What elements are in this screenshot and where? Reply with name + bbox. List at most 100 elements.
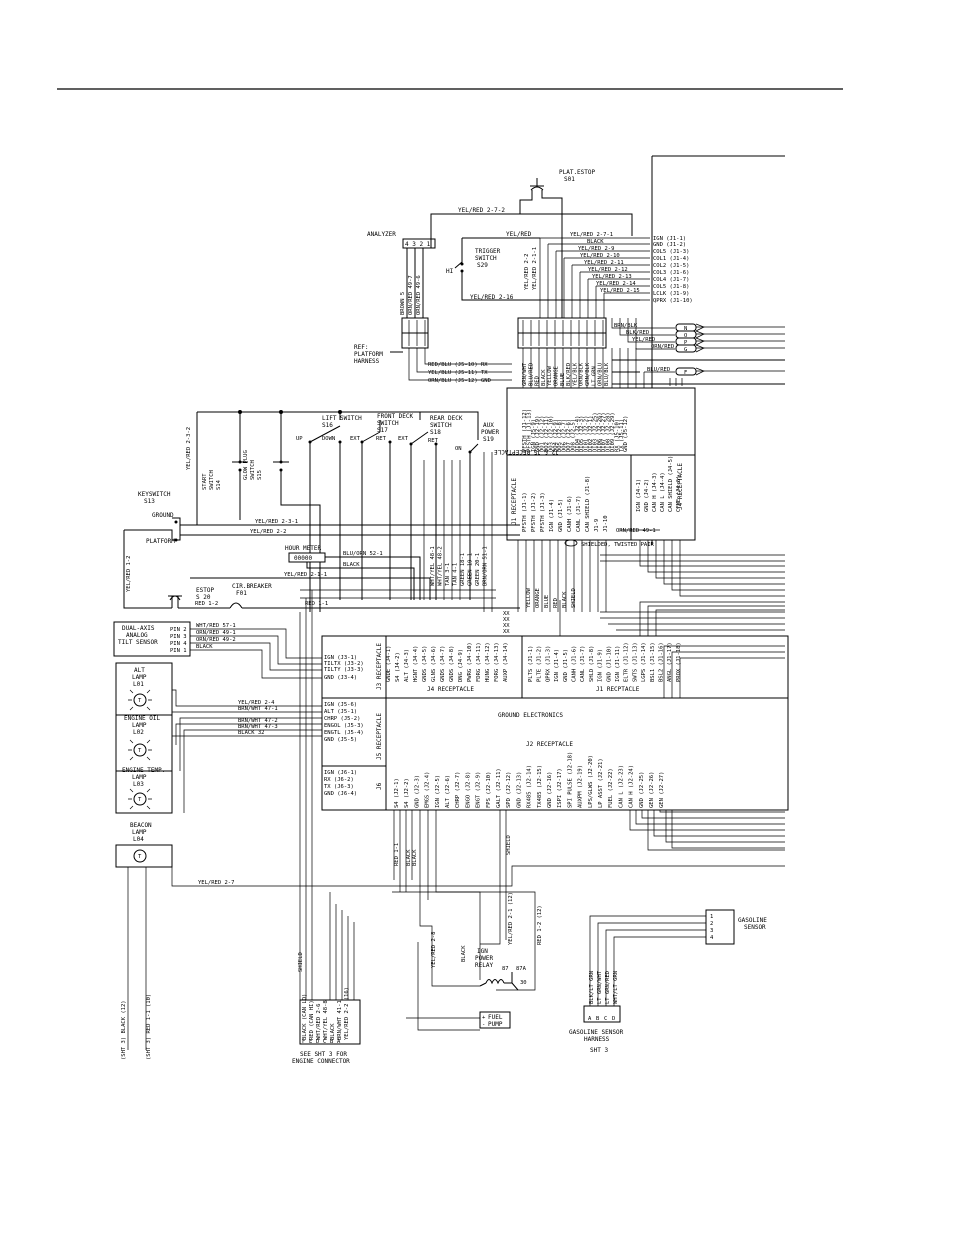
conn-o: O: [684, 333, 687, 339]
wire-22-vert: YEL/RED 2-2: [524, 254, 530, 290]
yelred-top: YEL/RED: [506, 231, 532, 238]
j1-color-0: YELLOW: [526, 587, 532, 608]
j1-pin-4: GND (J1-5): [563, 649, 569, 682]
lamp-w3: BRN/WHT 47-2: [238, 718, 278, 724]
j1top-pin-17: DI06 (J2-26): [597, 412, 603, 452]
j4-pin-12: FORG (J4-13): [494, 642, 500, 682]
j1top-pin-21: RX (J5-10): [614, 419, 620, 452]
j2-pin-0: S4 (J2-1): [394, 778, 400, 808]
start-2: SWITCH: [209, 470, 215, 490]
trigger-wire: YEL/RED 2-16: [470, 294, 514, 301]
relay-2: POWER: [475, 955, 493, 962]
j2-pin-15: GND (J2-16): [547, 772, 553, 808]
ground-electronics-label: GROUND ELECTRONICS: [498, 712, 563, 719]
black-v2: BLACK: [412, 849, 418, 866]
j4top-pin-0: IGN (J4-1): [636, 479, 642, 512]
tilt-sensor: DUAL-AXIS ANALOG TILT SENSOR PIN 2 PIN 3…: [113, 621, 322, 679]
trigger-label-1: TRIGGER: [475, 248, 501, 255]
pump-minus: -: [482, 1022, 485, 1028]
alt-lamp-icon: [133, 693, 147, 707]
yelred-22: YEL/RED 2-2: [250, 529, 286, 535]
gp-d: D: [612, 1016, 615, 1022]
j3-p1: IGN (J3-1): [324, 655, 357, 661]
j5-p2: ALT (J5-1): [324, 709, 357, 715]
harness-gnd: ORN/BLU (J5-12) GND: [428, 378, 491, 384]
j2-pin-2: GND (J2-3): [414, 775, 420, 808]
j1-pin-9: GND (J1-10): [606, 646, 612, 682]
eng-pin-b: B: [330, 1039, 334, 1045]
lamp-w5: BLACK 32: [238, 730, 265, 736]
j2-pins: S4 (J2-1)S4 (J2-2)GND (J2-3)EMGS (J2-4)I…: [394, 752, 665, 808]
j1-color-5: SHIELD: [571, 588, 577, 608]
wire-29: YEL/RED 2-9: [578, 246, 614, 252]
glow-3: S15: [257, 470, 263, 480]
j1-color-1: ORANGE: [535, 588, 541, 608]
j6-p2: RX (J6-2): [324, 777, 354, 783]
yelred-12: YEL/RED 1-2: [126, 556, 132, 592]
beacon-3: L04: [133, 836, 144, 843]
start-1: START: [202, 473, 208, 490]
tilt-pin3: PIN 3: [170, 634, 187, 640]
eng-w5: BLACK: [330, 1023, 336, 1040]
rt-pin-6: COL3 (J1-6): [653, 270, 689, 276]
tilt-pin2: PIN 2: [170, 627, 187, 633]
j1-color-4: BLACK: [562, 591, 568, 608]
j1-pin-10: IGN (J1-11): [615, 646, 621, 682]
j2-pin-1: S4 (J2-2): [404, 778, 410, 808]
lamp-w4: BRN/WHT 47-3: [238, 724, 278, 730]
j6-p1: IGN (J6-1): [324, 770, 357, 776]
j2-pin-12: GND (J2-13): [516, 772, 522, 808]
j4-pin-13: AUXP (J4-14): [503, 642, 509, 682]
j1top-pin-23: GND (J5-12): [623, 416, 629, 452]
beacon-wire: YEL/RED 2-7: [198, 880, 234, 886]
rear-1: REAR DECK: [430, 415, 463, 422]
rt-pin-1: IGN (J1-1): [653, 236, 686, 242]
j1-pin-7: SHLD (J1-8): [589, 646, 595, 682]
wire-210: YEL/RED 2-10: [580, 253, 620, 259]
relay-87: 87: [502, 966, 509, 972]
j4top-pin-2: CAN H (J4-3): [652, 472, 658, 512]
j1top-pin-8: DO5 (J2-8): [557, 419, 563, 452]
j1top-pin-18: DI07 (J2-27): [601, 412, 607, 452]
tilt-w3: ORN/RED 49-2: [196, 637, 236, 643]
j1-top-label: J1 RECEPTACLE: [511, 478, 518, 525]
ground-electronics: GROUND ELECTRONICS J4 RECEPTACLE J1 RECP…: [321, 635, 789, 811]
j2-pin-22: CAN L (J2-23): [618, 765, 624, 808]
key-2: S13: [144, 498, 155, 505]
j4-pin-1: S4 (J4-2): [395, 652, 401, 682]
tilt-pin1: PIN 1: [170, 648, 187, 654]
relay-w1: YEL/RED 2-8: [431, 932, 437, 968]
analyzer-wire-1: BROWN 5: [400, 292, 406, 315]
rear-ext: EXT: [398, 436, 409, 442]
j1mid-pin-5: CANH (J1-6): [567, 496, 573, 532]
j4-pin-2: ALT (J4-3): [404, 649, 410, 682]
aux-on: ON: [455, 446, 462, 452]
j4-label: J4 RECEPTACLE: [427, 686, 474, 693]
gs-p3: 3: [710, 928, 713, 934]
j1top-pin-10: DO7 (J2-6): [566, 419, 572, 452]
eng-w3: WHT/RED 2-6: [316, 1004, 322, 1040]
tilt-1: DUAL-AXIS: [122, 625, 155, 632]
j1top-pin-9: DO6 (J2-7): [562, 419, 568, 452]
alt-1: ALT: [134, 667, 145, 674]
gh-1: GASOLINE SENSOR: [569, 1029, 624, 1036]
svg-text:XX: XX: [503, 611, 510, 617]
j1-pin-5: CANH (J1-6): [572, 646, 578, 682]
top-color-5: ORANGE: [554, 366, 560, 386]
svg-text:T: T: [138, 854, 142, 860]
analyzer-wire-2: ORN/RED 49-7: [408, 275, 414, 315]
blu-orn: BLU/ORN 52-1: [343, 551, 383, 557]
relay-w2: BLACK: [461, 945, 467, 962]
j2-pin-14: TX485 (J2-15): [537, 765, 543, 808]
orn-red: ORN/RED: [651, 344, 674, 350]
oil-lamp-icon: [133, 743, 147, 757]
red-12: RED 1-2: [195, 601, 218, 607]
j1-pin-1: PLTE (J1-2): [537, 646, 543, 682]
relay-87a: 87A: [516, 966, 527, 972]
start-3: S14: [216, 479, 222, 490]
blu-red: BLU/RED: [647, 367, 670, 373]
ref-1: REF:: [354, 344, 368, 351]
j1mid-pin-8: J1-9: [594, 519, 600, 532]
j4-pin-11: HUNG (J4-12): [485, 642, 491, 682]
